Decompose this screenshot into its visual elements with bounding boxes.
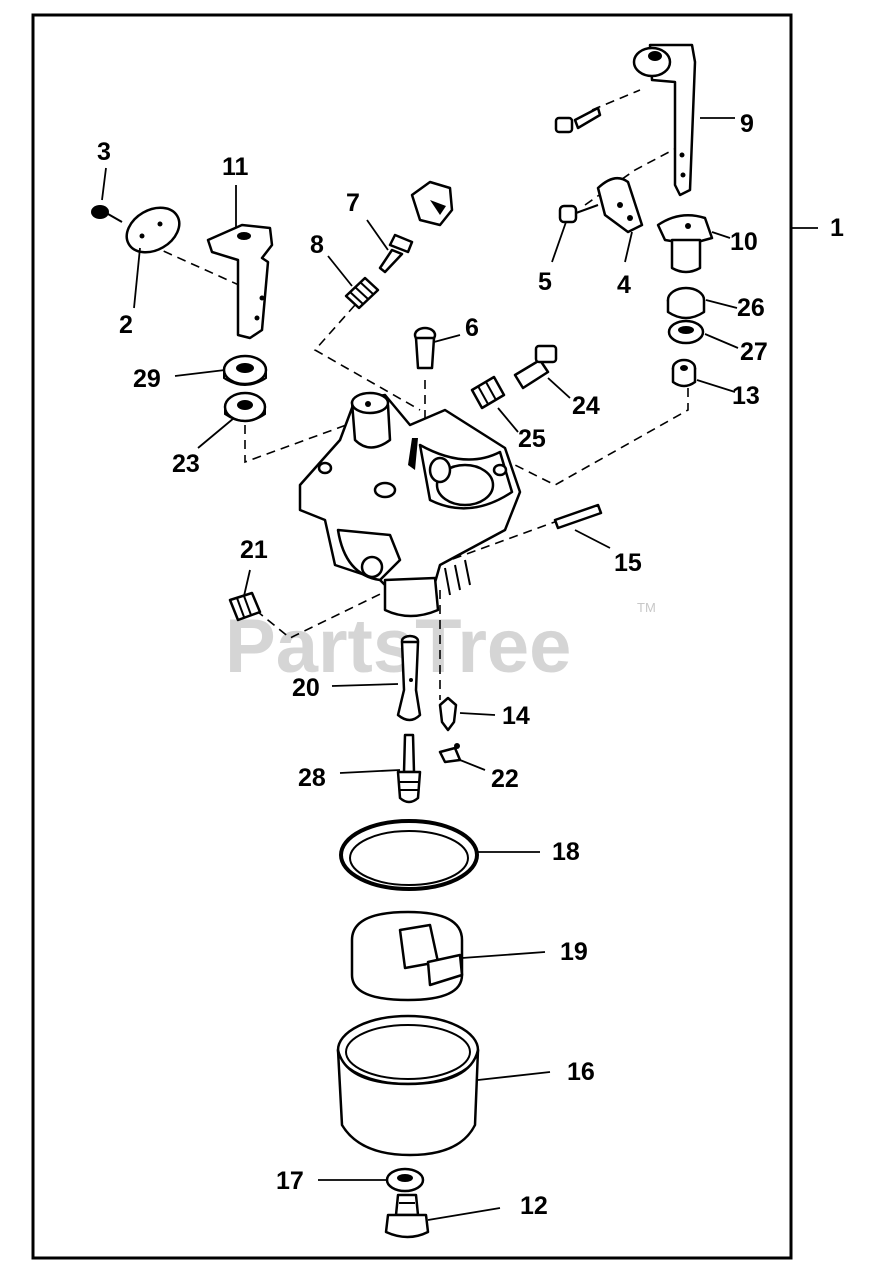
part-12-bowl-nut	[384, 1193, 430, 1239]
part-14-inlet-needle	[438, 696, 458, 732]
callout-leader-lines	[101, 117, 739, 1221]
part-2-choke-plate	[125, 206, 181, 254]
callout-4: 4	[617, 271, 631, 299]
part-25-spring	[470, 375, 506, 410]
callout-9: 9	[740, 110, 754, 138]
callout-26: 26	[737, 294, 765, 322]
part-24-adjust-screw	[513, 344, 558, 390]
callout-22: 22	[491, 765, 519, 793]
callout-28: 28	[298, 764, 326, 792]
choke-clip	[410, 180, 454, 227]
part-29-washer	[222, 354, 268, 386]
part-8-spring	[344, 276, 380, 310]
callout-18: 18	[552, 838, 580, 866]
part-18-bowl-gasket	[339, 819, 479, 891]
part-17-washer	[385, 1167, 425, 1193]
callout-5: 5	[538, 268, 552, 296]
callout-14: 14	[502, 702, 530, 730]
part-23-washer	[223, 391, 267, 423]
callout-19: 19	[560, 938, 588, 966]
carburetor-body	[298, 391, 522, 618]
part-9-screw	[554, 106, 602, 134]
diagram-frame	[31, 13, 793, 1260]
part-20-emulsion-tube	[396, 634, 422, 722]
part-9-throttle-lever	[632, 43, 697, 197]
part-5-screw	[558, 204, 599, 224]
callout-20: 20	[292, 674, 320, 702]
callout-13: 13	[732, 382, 760, 410]
part-28-main-jet	[396, 733, 422, 804]
partstree-watermark: PartsTree	[225, 604, 571, 689]
callout-29: 29	[133, 365, 161, 393]
callout-15: 15	[614, 549, 642, 577]
callout-23: 23	[172, 450, 200, 478]
callout-10: 10	[730, 228, 758, 256]
callout-3: 3	[97, 138, 111, 166]
part-27-seal	[667, 319, 705, 345]
part-7-idle-screw	[378, 233, 414, 274]
part-22-clip	[438, 743, 462, 764]
callout-12: 12	[520, 1192, 548, 1220]
callout-25: 25	[518, 425, 546, 453]
callout-1: 1	[830, 214, 844, 242]
callout-6: 6	[465, 314, 479, 342]
part-6-needle	[413, 326, 437, 370]
callout-21: 21	[240, 536, 268, 564]
callout-16: 16	[567, 1058, 595, 1086]
part-19-float	[350, 910, 464, 1002]
callout-7: 7	[346, 189, 360, 217]
callout-17: 17	[276, 1167, 304, 1195]
part-13-bushing	[671, 358, 697, 388]
part-10-throttle-shaft	[656, 213, 714, 274]
callout-8: 8	[310, 231, 324, 259]
callout-2: 2	[119, 311, 133, 339]
part-16-float-bowl	[336, 1014, 480, 1157]
part-26-bushing	[666, 286, 706, 320]
part-3-screw	[91, 205, 123, 223]
watermark-trademark: TM	[637, 600, 656, 615]
callout-27: 27	[740, 338, 768, 366]
callout-24: 24	[572, 392, 600, 420]
part-15-pin	[553, 503, 603, 530]
part-11-choke-shaft	[206, 223, 274, 340]
callout-11: 11	[222, 153, 249, 181]
callout-numbers: 1 2 3 4 5 6 7 8 9 10 11 12 13 14 15 16 1…	[97, 110, 844, 1220]
part-4-throttle-plate	[596, 176, 644, 234]
